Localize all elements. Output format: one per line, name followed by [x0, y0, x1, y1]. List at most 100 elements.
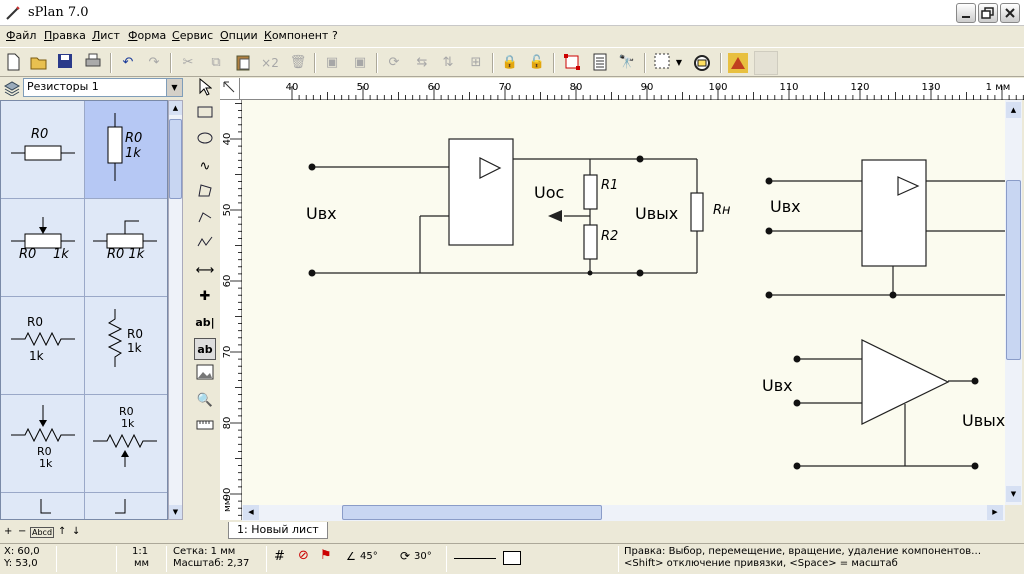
duplicate-icon[interactable]: ×2: [261, 56, 279, 70]
status-zoom[interactable]: Масштаб: 2,37: [173, 558, 250, 569]
hscroll-thumb[interactable]: [342, 505, 602, 520]
rotate-angle-icon[interactable]: ⟳: [400, 549, 411, 563]
measure-tool-icon[interactable]: [194, 416, 216, 438]
add-icon[interactable]: +: [4, 526, 13, 537]
fit-icon[interactable]: [562, 53, 582, 73]
library-select-value: Резисторы 1: [27, 80, 99, 93]
unlock-icon[interactable]: 🔓: [528, 55, 546, 70]
chevron-down-icon[interactable]: ▼: [166, 79, 182, 96]
label-uin-1: Uвх: [306, 204, 337, 223]
menu-shape[interactable]: Форма: [128, 29, 167, 42]
grid-icon[interactable]: [652, 53, 672, 73]
rotate-icon[interactable]: ⟳: [388, 55, 400, 70]
minimize-icon: [962, 16, 970, 18]
minimize-button[interactable]: [956, 3, 976, 23]
scroll-up-icon[interactable]: ▲: [1006, 102, 1021, 118]
palette-item-resistor-v[interactable]: R0 1k: [85, 101, 167, 199]
grid-dropdown-icon[interactable]: ▼: [675, 58, 683, 67]
open-icon[interactable]: [29, 53, 49, 73]
palette-label: 1k: [121, 417, 135, 430]
to-back-icon[interactable]: ▣: [353, 55, 367, 70]
scroll-up-icon[interactable]: ▲: [169, 101, 182, 115]
polygon-tool-icon[interactable]: [194, 182, 216, 204]
palette-item-trimmer[interactable]: R0 1k: [85, 199, 167, 297]
palette-item-resistor-zigzag-v[interactable]: R0 1k: [85, 297, 167, 395]
mirror-v-icon[interactable]: ⇅: [442, 55, 454, 70]
new-icon[interactable]: [3, 53, 23, 73]
group-icon[interactable]: ⊞: [470, 55, 482, 70]
pin-icon[interactable]: ⚑: [320, 548, 332, 563]
palette-item-resistor-h[interactable]: R0: [1, 101, 85, 199]
undo-icon[interactable]: ↶: [122, 55, 134, 70]
fill-style-icon[interactable]: [503, 551, 521, 565]
palette-item-partial-2[interactable]: [85, 493, 167, 519]
ellipse-tool-icon[interactable]: [194, 130, 216, 152]
junction-tool-icon[interactable]: ✚: [199, 289, 211, 304]
select-arrow-icon[interactable]: [194, 77, 216, 100]
canvas-horizontal-scrollbar[interactable]: ◀ ▶: [242, 505, 1005, 521]
bezier-tool-icon[interactable]: ∿: [199, 159, 211, 174]
lock-icon[interactable]: 🔒: [501, 55, 519, 70]
mirror-h-icon[interactable]: ⇆: [416, 55, 428, 70]
line-tool-icon[interactable]: [194, 234, 216, 256]
ruler-corner[interactable]: [220, 78, 240, 100]
copy-icon[interactable]: ⧉: [211, 55, 221, 70]
ruler-label: 80: [570, 82, 583, 93]
scroll-right-icon[interactable]: ▶: [987, 505, 1003, 520]
redo-icon[interactable]: ↷: [148, 55, 160, 70]
zoom-icon[interactable]: [692, 53, 712, 73]
menu-edit[interactable]: Правка: [44, 29, 86, 42]
image-tool-icon[interactable]: [194, 364, 216, 386]
magnet-icon[interactable]: ⊘: [298, 548, 309, 563]
status-grid[interactable]: Сетка: 1 мм: [173, 546, 236, 557]
palette-item-potentiometer-zigzag[interactable]: R0 1k: [1, 395, 85, 493]
find-icon[interactable]: 🔭: [618, 55, 636, 70]
zoom-tool-icon[interactable]: 🔍: [196, 393, 214, 408]
drawing-canvas[interactable]: Uвх Uос R1 R2 Uвых Rн Uвх Uвх Uвых: [242, 100, 1005, 505]
remove-icon[interactable]: −: [18, 526, 27, 537]
dimension-tool-icon[interactable]: ⟷: [195, 263, 215, 278]
close-button[interactable]: [1000, 3, 1020, 23]
paste-icon[interactable]: [233, 53, 253, 73]
tab-sheet-1[interactable]: 1: Новый лист: [228, 522, 328, 539]
status-angle-1[interactable]: 45°: [360, 551, 378, 562]
textbox-tool-icon[interactable]: ab: [194, 338, 216, 360]
palette-scrollbar[interactable]: ▲ ▼: [168, 100, 183, 520]
cut-icon[interactable]: ✂: [182, 55, 194, 70]
vscroll-thumb[interactable]: [1006, 180, 1021, 360]
color-icon[interactable]: [728, 53, 748, 73]
palette-item-potentiometer-zigzag-2[interactable]: R0 1k: [85, 395, 167, 493]
polyline-tool-icon[interactable]: [194, 208, 216, 230]
status-angle-2[interactable]: 30°: [414, 551, 432, 562]
menu-help[interactable]: ?: [332, 29, 338, 42]
angle-icon[interactable]: ∠: [346, 550, 356, 563]
scroll-thumb[interactable]: [169, 119, 182, 199]
list-icon[interactable]: [590, 53, 610, 73]
move-down-icon[interactable]: ↓: [72, 526, 81, 537]
to-front-icon[interactable]: ▣: [325, 55, 339, 70]
menu-file[interactable]: Файл: [6, 29, 37, 42]
grid-snap-icon[interactable]: #: [274, 549, 285, 564]
restore-button[interactable]: [978, 3, 998, 23]
delete-icon[interactable]: 🗑: [289, 55, 307, 70]
scroll-down-icon[interactable]: ▼: [169, 505, 182, 519]
palette-item-potentiometer[interactable]: R0 1k: [1, 199, 85, 297]
palette-item-partial[interactable]: [1, 493, 85, 519]
move-up-icon[interactable]: ↑: [58, 526, 67, 537]
save-icon[interactable]: [55, 53, 75, 73]
menu-component[interactable]: Компонент: [264, 29, 329, 42]
print-icon[interactable]: [83, 53, 103, 73]
text-label-icon[interactable]: Abcd: [30, 527, 55, 538]
menu-sheet[interactable]: Лист: [92, 29, 120, 42]
text-tool-icon[interactable]: ab|: [195, 316, 215, 329]
menu-service[interactable]: Сервис: [172, 29, 214, 42]
menu-options[interactable]: Опции: [220, 29, 258, 42]
canvas-vertical-scrollbar[interactable]: ▲ ▼: [1005, 100, 1022, 505]
scroll-left-icon[interactable]: ◀: [243, 505, 259, 520]
line-style-icon[interactable]: [454, 558, 496, 559]
palette-item-resistor-zigzag[interactable]: R0 1k: [1, 297, 85, 395]
library-select[interactable]: Резисторы 1 ▼: [23, 78, 183, 97]
rectangle-tool-icon[interactable]: [194, 104, 216, 126]
label-uin-3: Uвх: [762, 376, 793, 395]
scroll-down-icon[interactable]: ▼: [1006, 486, 1021, 502]
